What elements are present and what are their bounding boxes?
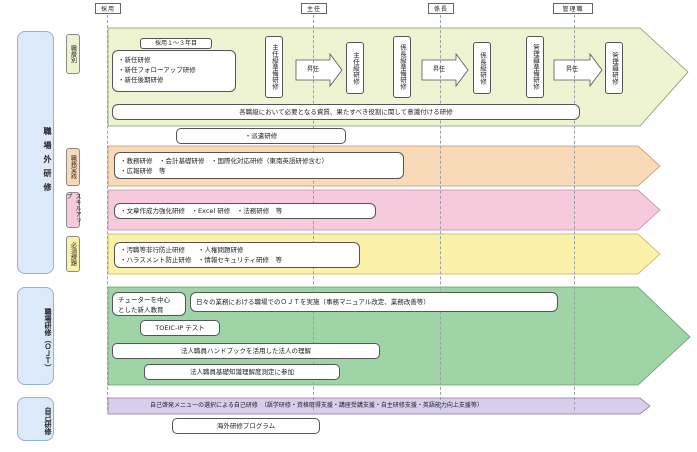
promotion-arrow-3: [553, 52, 603, 88]
tutor-line-2: とした新人教育: [118, 306, 164, 314]
category-required: 必須課題: [66, 236, 80, 272]
practical-training-box: ・教務研修 ・会計基礎研修 ・国際化対応研修（東南英語研修含む） ・広報研修 等: [114, 152, 404, 179]
section-off-jt: 職場外研修: [17, 31, 54, 274]
overseas-program-box: 海外研修プログラム: [172, 418, 320, 434]
milestone-line-hire: [107, 10, 108, 410]
category-rank: 職層別: [66, 34, 80, 74]
skill-training-box: ・文章作成力強化研修 ・Excel 研修 ・法務研修 等: [114, 203, 376, 219]
promotion-label-3: 昇任: [565, 66, 578, 73]
section-chief-prep-training: 係長級準備研修: [393, 36, 411, 98]
section-self-label: 自己研修: [44, 407, 52, 435]
years-label: 採用１〜３年目: [140, 38, 212, 49]
promotion-label-1: 昇任: [306, 66, 319, 73]
knowledge-test-box: 法人職員基礎知識理解度測定に参加: [144, 364, 340, 380]
chief-prep-training: 主任級準備研修: [265, 36, 283, 98]
self-development-menu: 自己啓発メニューの選択による自己研修 （語学研修・資格取得支援・講座受講支援・自…: [150, 402, 483, 409]
section-self: 自己研修: [17, 397, 54, 441]
manager-prep-training: 管理職準備研修: [526, 36, 544, 98]
milestone-section-chief: 係長: [428, 3, 454, 14]
new-followup-training-item: ・新任フォローアップ研修: [118, 66, 196, 74]
manager-training: 管理職研修: [605, 42, 623, 94]
required-line-1: ・汚職等非行防止研修 ・人権問題研修: [120, 246, 244, 254]
new-late-training-item: ・新任後期研修: [118, 76, 164, 84]
daily-ojt-box: 日々の業務における職場でのＯＪＴを実施（事務マニュアル改定、業務改善等）: [190, 292, 558, 312]
required-line-2: ・ハラスメント防止研修 ・情報セキュリティ研修 等: [120, 256, 282, 264]
tutor-education-box: チューターを中心 とした新人教育: [112, 292, 186, 316]
new-employee-training-box: ・新任研修 ・新任フォローアップ研修 ・新任後期研修: [112, 50, 236, 92]
section-ojt-label: 職場研修（ＯＪＴ）: [44, 307, 52, 371]
toeic-test-box: TOEIC-IP テスト: [140, 320, 220, 336]
promotion-arrow-1: [295, 52, 343, 88]
dispatch-training: ・派遣研修: [176, 128, 346, 144]
promotion-label-2: 昇任: [432, 66, 445, 73]
category-practical: 職務実践: [66, 148, 80, 186]
common-rank-training: 各職級において必要となる資質、果たすべき役割に関して意識付ける研修: [112, 104, 580, 120]
milestone-hire: 採用: [95, 3, 121, 14]
section-off-jt-label: 職場外研修: [43, 127, 52, 197]
new-training-item: ・新任研修: [118, 56, 151, 64]
section-chief-training: 係長級研修: [473, 42, 491, 94]
milestone-chief: 主任: [301, 3, 327, 14]
tutor-line-1: チューターを中心: [118, 296, 170, 304]
chief-training: 主任級研修: [346, 42, 364, 94]
promotion-arrow-2: [421, 52, 469, 88]
milestone-manager: 管理職: [553, 3, 593, 14]
handbook-box: 法人職員ハンドブックを活用した法人の理解: [112, 343, 380, 359]
skill-band-arrow: [107, 189, 661, 231]
required-training-box: ・汚職等非行防止研修 ・人権問題研修 ・ハラスメント防止研修 ・情報セキュリティ…: [114, 242, 360, 268]
practical-line-1: ・教務研修 ・会計基礎研修 ・国際化対応研修（東南英語研修含む）: [120, 157, 328, 165]
self-band-arrow: [107, 397, 651, 415]
practical-line-2: ・広報研修 等: [120, 167, 166, 175]
category-skill: スキルアップ: [65, 192, 81, 228]
milestone-line-section-chief: [440, 10, 441, 410]
milestone-line-manager: [574, 10, 575, 410]
section-ojt: 職場研修（ＯＪＴ）: [17, 287, 54, 385]
